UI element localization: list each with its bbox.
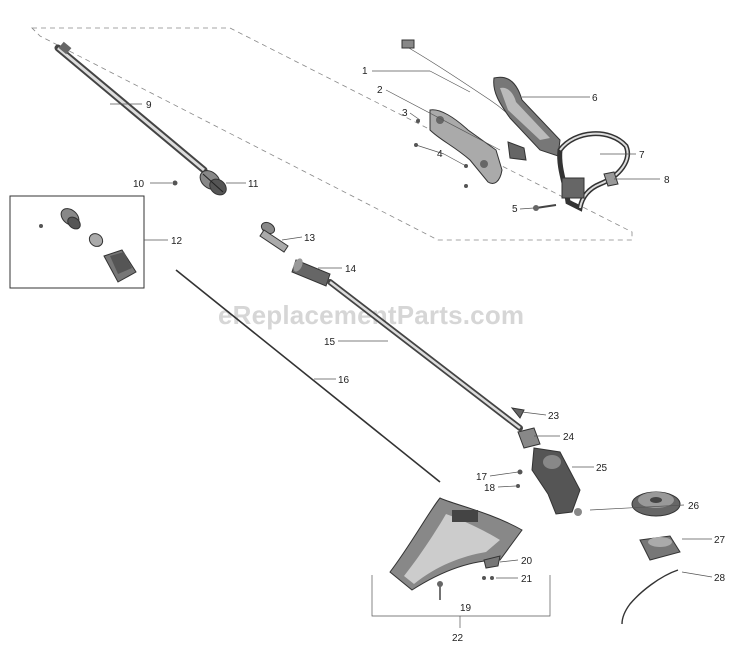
label-3: 3 bbox=[402, 108, 408, 119]
part-shaft-grip[interactable] bbox=[291, 257, 331, 287]
dashed-group-boundary bbox=[31, 27, 633, 241]
label-24: 24 bbox=[563, 432, 575, 443]
label-8: 8 bbox=[664, 175, 670, 186]
label-5: 5 bbox=[512, 204, 518, 215]
label-22: 22 bbox=[452, 633, 464, 644]
label-16: 16 bbox=[338, 375, 350, 386]
part-spool-27[interactable] bbox=[639, 535, 681, 561]
label-27: 27 bbox=[714, 535, 726, 546]
label-10: 10 bbox=[133, 179, 145, 190]
label-7: 7 bbox=[639, 150, 645, 161]
part-guard-blade-20[interactable] bbox=[483, 555, 501, 569]
label-18: 18 bbox=[484, 483, 496, 494]
label-4: 4 bbox=[437, 149, 443, 160]
label-12: 12 bbox=[171, 236, 183, 247]
part-screws-21[interactable] bbox=[482, 576, 494, 580]
label-20: 20 bbox=[521, 556, 533, 567]
part-screw-19[interactable] bbox=[437, 581, 443, 600]
label-2: 2 bbox=[377, 85, 383, 96]
label-13: 13 bbox=[304, 233, 316, 244]
label-19: 19 bbox=[460, 603, 472, 614]
part-number-labels: 1 2 3 4 5 6 7 8 9 10 11 12 13 14 15 16 1… bbox=[133, 66, 726, 644]
part-upper-shaft[interactable] bbox=[54, 41, 208, 174]
kit-box bbox=[9, 195, 145, 289]
label-1: 1 bbox=[362, 66, 368, 77]
leader-lines bbox=[110, 70, 713, 628]
part-coupler-kit[interactable] bbox=[39, 205, 137, 283]
label-11: 11 bbox=[248, 179, 259, 190]
part-shaft-clamp-24[interactable] bbox=[517, 427, 541, 449]
part-switch[interactable] bbox=[507, 141, 527, 161]
part-shaft-coupling[interactable] bbox=[196, 167, 229, 198]
part-gearbox-25[interactable] bbox=[531, 447, 582, 516]
part-trigger-housing[interactable] bbox=[429, 109, 503, 184]
label-21: 21 bbox=[521, 574, 533, 585]
part-trimmer-head-26[interactable] bbox=[631, 491, 681, 517]
label-25: 25 bbox=[596, 463, 608, 474]
label-9: 9 bbox=[146, 100, 152, 111]
part-drive-cable[interactable] bbox=[175, 269, 441, 483]
part-clamp-screw-23[interactable] bbox=[510, 407, 525, 419]
part-bolt-5[interactable] bbox=[533, 204, 557, 211]
label-6: 6 bbox=[592, 93, 598, 104]
label-23: 23 bbox=[548, 411, 560, 422]
part-shaft-adapter[interactable] bbox=[259, 220, 289, 253]
label-17: 17 bbox=[476, 472, 488, 483]
label-15: 15 bbox=[324, 337, 336, 348]
part-screws-3-4[interactable] bbox=[414, 119, 468, 188]
label-26: 26 bbox=[688, 501, 700, 512]
part-guard[interactable] bbox=[389, 497, 523, 591]
part-lower-shaft[interactable] bbox=[327, 279, 523, 431]
part-loop-handle[interactable] bbox=[557, 131, 630, 212]
label-14: 14 bbox=[345, 264, 357, 275]
label-28: 28 bbox=[714, 573, 726, 584]
part-screw-10[interactable] bbox=[172, 180, 178, 186]
part-handle-cover[interactable] bbox=[493, 76, 561, 157]
part-screws-17-18[interactable] bbox=[516, 469, 523, 489]
part-clamp-knob[interactable] bbox=[603, 171, 619, 187]
part-trimmer-line-28[interactable] bbox=[621, 569, 679, 625]
